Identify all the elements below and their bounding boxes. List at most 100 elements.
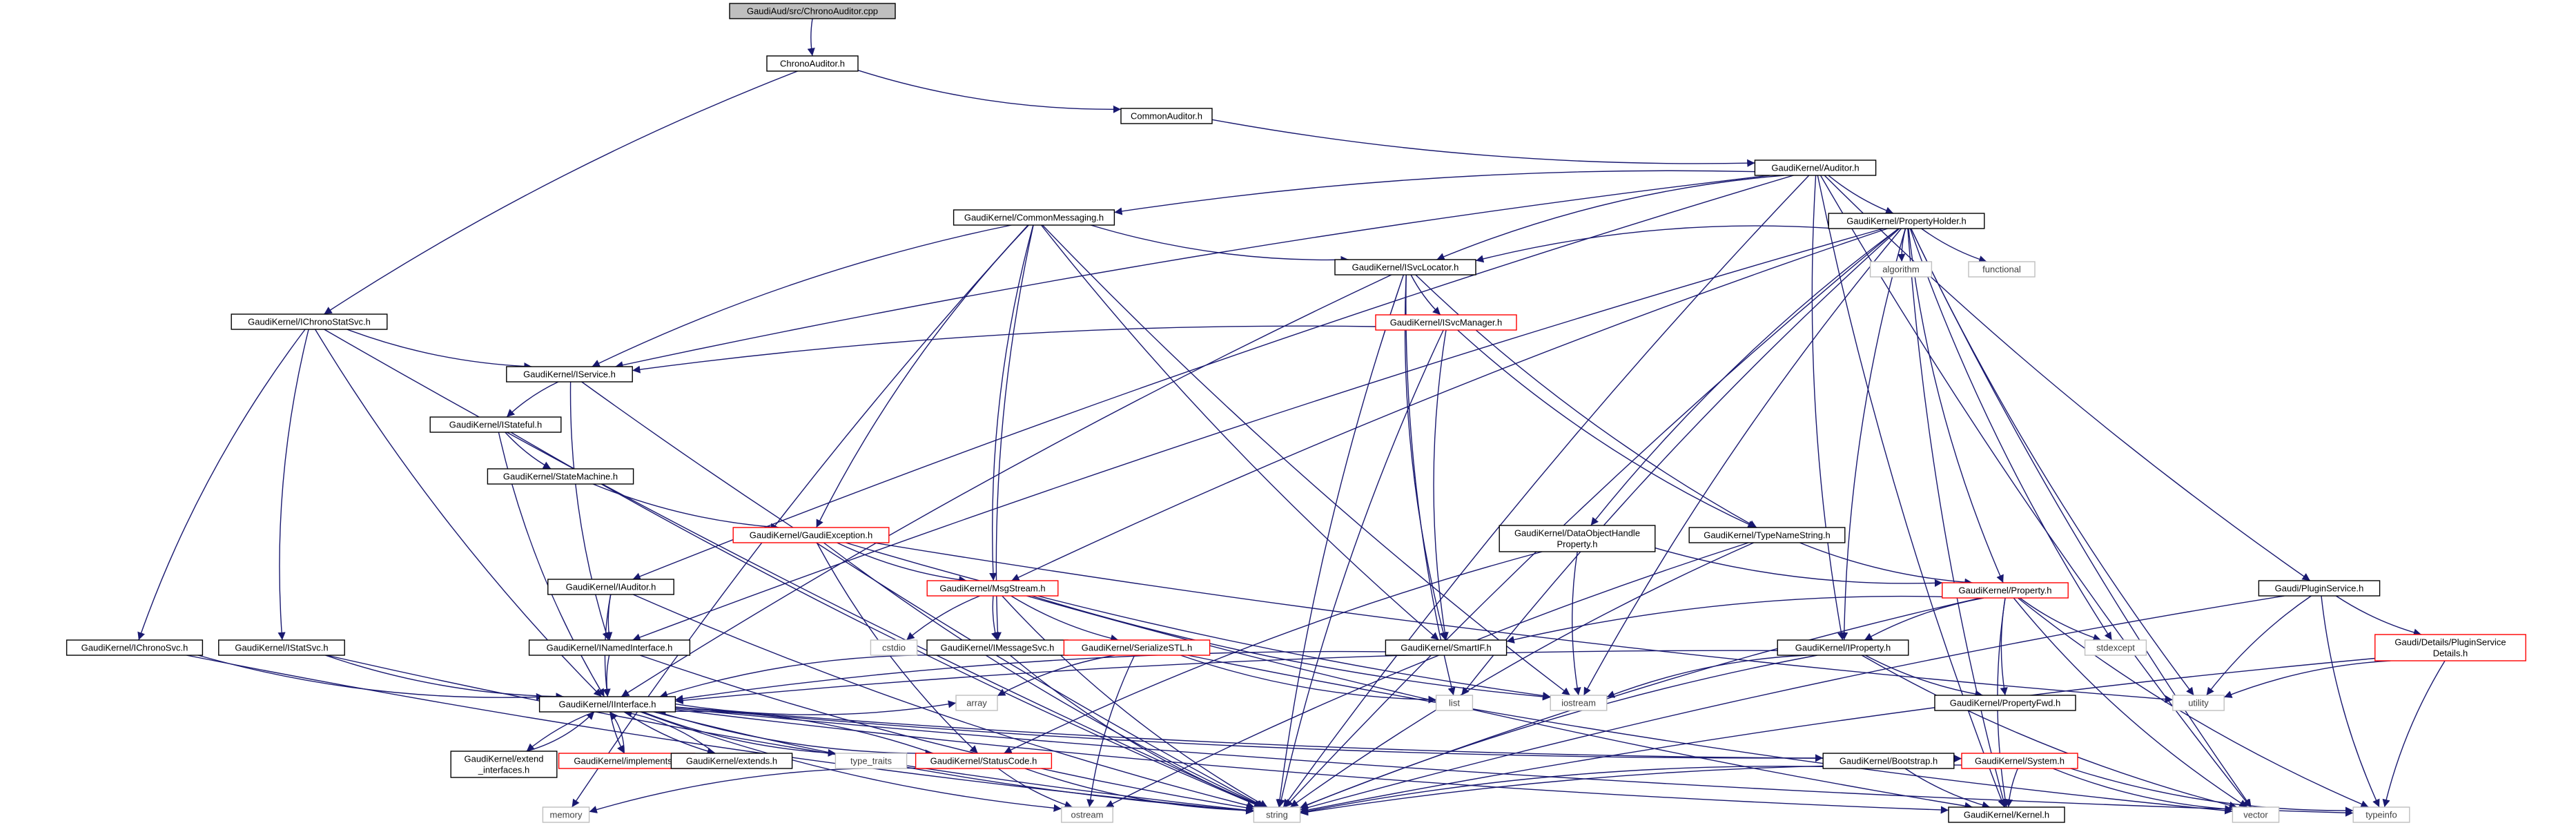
node-imessagesvc[interactable]: GaudiKernel/IMessageSvc.h — [926, 639, 1069, 656]
edge-msgstream-to-iostream — [1031, 595, 1551, 701]
edge-imessagesvc-to-string — [1009, 655, 1265, 809]
node-msgstream[interactable]: GaudiKernel/MsgStream.h — [926, 580, 1059, 597]
edge-typename-to-string — [1289, 542, 1754, 808]
node-gaudiexc[interactable]: GaudiKernel/GaudiException.h — [732, 527, 890, 543]
edge-property-to-iproperty — [1864, 597, 1984, 641]
node-inamed[interactable]: GaudiKernel/INamedInterface.h — [528, 639, 691, 656]
node-chrono[interactable]: ChronoAuditor.h — [766, 55, 859, 72]
node-statuscode[interactable]: GaudiKernel/StatusCode.h — [915, 753, 1053, 769]
node-ostream[interactable]: ostream — [1061, 806, 1113, 823]
edge-inamed-to-iinterface — [603, 655, 611, 697]
node-iostream[interactable]: iostream — [1550, 695, 1608, 711]
node-box — [2172, 695, 2225, 711]
node-vector[interactable]: vector — [2232, 806, 2280, 823]
node-string[interactable]: string — [1253, 806, 1301, 823]
edge-iproperty-to-iinterface — [675, 650, 1778, 705]
header-file-nodes: GaudiAud/src/ChronoAuditor.cppChronoAudi… — [66, 3, 2526, 823]
node-isvcmgr[interactable]: GaudiKernel/ISvcManager.h — [1375, 314, 1517, 331]
edge-auditor-to-iauditor — [632, 175, 1794, 581]
node-box — [1948, 806, 2065, 823]
edge-iinterface-to-typetraits — [642, 711, 836, 757]
node-box — [2084, 639, 2147, 656]
edge-isvcmgr-to-smartif — [1433, 329, 1449, 641]
edge-typename-to-ostream — [1105, 542, 1749, 808]
node-iauditor[interactable]: GaudiKernel/IAuditor.h — [547, 579, 674, 595]
node-label: GaudiKernel/ISvcManager.h — [1390, 318, 1503, 328]
node-box — [218, 639, 345, 656]
node-common[interactable]: CommonAuditor.h — [1120, 108, 1213, 124]
edge-system-to-vector — [2052, 768, 2233, 813]
node-iproperty[interactable]: GaudiKernel/IProperty.h — [1777, 639, 1909, 656]
node-cstdio[interactable]: cstdio — [870, 639, 918, 656]
node-array[interactable]: array — [955, 695, 998, 711]
node-extends[interactable]: GaudiKernel/extends.h — [670, 753, 793, 769]
node-box — [1375, 314, 1517, 331]
edge-auditor-to-string — [1282, 175, 1810, 808]
edge-propholder-to-string — [1285, 228, 1899, 808]
node-kernel[interactable]: GaudiKernel/Kernel.h — [1948, 806, 2065, 823]
node-label: type_traits — [850, 756, 892, 766]
edge-iproperty-to-iostream — [1606, 655, 1807, 698]
node-label: GaudiAud/src/ChronoAuditor.cpp — [747, 6, 878, 17]
node-box — [1499, 525, 1656, 552]
node-typename[interactable]: GaudiKernel/TypeNameString.h — [1688, 527, 1846, 543]
node-pluginsvc[interactable]: Gaudi/PluginService.h — [2258, 580, 2381, 597]
node-smartif[interactable]: GaudiKernel/SmartIF.h — [1385, 639, 1507, 656]
node-label: GaudiKernel/SmartIF.h — [1401, 643, 1492, 653]
node-label: algorithm — [1882, 264, 1919, 275]
node-commsg[interactable]: GaudiKernel/CommonMessaging.h — [953, 209, 1115, 226]
node-serialize[interactable]: GaudiKernel/SerializeSTL.h — [1063, 639, 1211, 656]
node-box — [670, 753, 793, 769]
edge-system-to-typeinfo — [2070, 768, 2354, 815]
edge-auditor-to-iproperty — [1811, 175, 1845, 641]
node-label: GaudiKernel/PropertyFwd.h — [1950, 698, 2060, 708]
node-typeinfo[interactable]: typeinfo — [2352, 806, 2410, 823]
node-extendintf[interactable]: GaudiKernel/extend_interfaces.h — [450, 751, 558, 778]
node-label: utility — [2188, 698, 2209, 708]
edge-root-to-chrono — [807, 18, 815, 57]
node-iservice[interactable]: GaudiKernel/IService.h — [506, 366, 633, 383]
edge-iproperty-to-vector — [1861, 655, 2237, 809]
node-isvcloc[interactable]: GaudiKernel/ISvcLocator.h — [1334, 259, 1476, 275]
node-algorithm[interactable]: algorithm — [1869, 261, 1933, 278]
node-typetraits[interactable]: type_traits — [835, 753, 908, 769]
node-label: GaudiKernel/IChronoSvc.h — [81, 643, 188, 653]
edge-smartif-to-iinterface — [675, 650, 1386, 703]
node-propholder[interactable]: GaudiKernel/PropertyHolder.h — [1828, 213, 1985, 229]
edge-msgstream-to-imessagesvc — [991, 595, 999, 641]
node-istatsvc[interactable]: GaudiKernel/IStatSvc.h — [218, 639, 345, 656]
node-iinterface[interactable]: GaudiKernel/IInterface.h — [538, 696, 676, 713]
node-box — [450, 751, 558, 778]
node-auditor[interactable]: GaudiKernel/Auditor.h — [1754, 159, 1877, 176]
node-property[interactable]: GaudiKernel/Property.h — [1942, 582, 2069, 599]
node-statemachine[interactable]: GaudiKernel/StateMachine.h — [487, 468, 634, 485]
node-istateful[interactable]: GaudiKernel/IStateful.h — [429, 416, 562, 433]
node-label: GaudiKernel/IService.h — [523, 369, 616, 380]
node-functional[interactable]: functional — [1968, 261, 2036, 278]
node-system[interactable]: GaudiKernel/System.h — [1961, 753, 2078, 769]
node-memory[interactable]: memory — [542, 806, 590, 823]
node-implements[interactable]: GaudiKernel/implements.h — [558, 753, 696, 769]
edge-auditor-to-commsg — [1114, 170, 1755, 215]
edge-ichronostat-to-iservice — [347, 329, 532, 371]
edge-dataobj-to-statuscode — [1004, 551, 1543, 754]
node-bootstrap[interactable]: GaudiKernel/Bootstrap.h — [1822, 753, 1955, 769]
node-box — [1961, 753, 2078, 769]
edge-propholder-to-functional — [1921, 228, 1987, 263]
edge-common-to-auditor — [1211, 119, 1755, 167]
node-utility[interactable]: utility — [2172, 695, 2225, 711]
node-label: GaudiKernel/IInterface.h — [559, 699, 656, 710]
edge-dataobj-to-iostream — [1572, 551, 1581, 696]
node-ichronosvc[interactable]: GaudiKernel/IChronoSvc.h — [66, 639, 204, 656]
node-root[interactable]: GaudiAud/src/ChronoAuditor.cpp — [729, 3, 896, 19]
node-label: GaudiKernel/TypeNameString.h — [1704, 530, 1831, 541]
node-list[interactable]: list — [1435, 695, 1474, 711]
node-ichronostat[interactable]: GaudiKernel/IChronoStatSvc.h — [231, 313, 388, 330]
node-propfwd[interactable]: GaudiKernel/PropertyFwd.h — [1934, 695, 2076, 711]
edge-ichronostat-to-ichronosvc — [137, 329, 306, 641]
edge-propholder-to-inamed — [632, 228, 1884, 641]
node-stdexcept[interactable]: stdexcept — [2084, 639, 2147, 656]
